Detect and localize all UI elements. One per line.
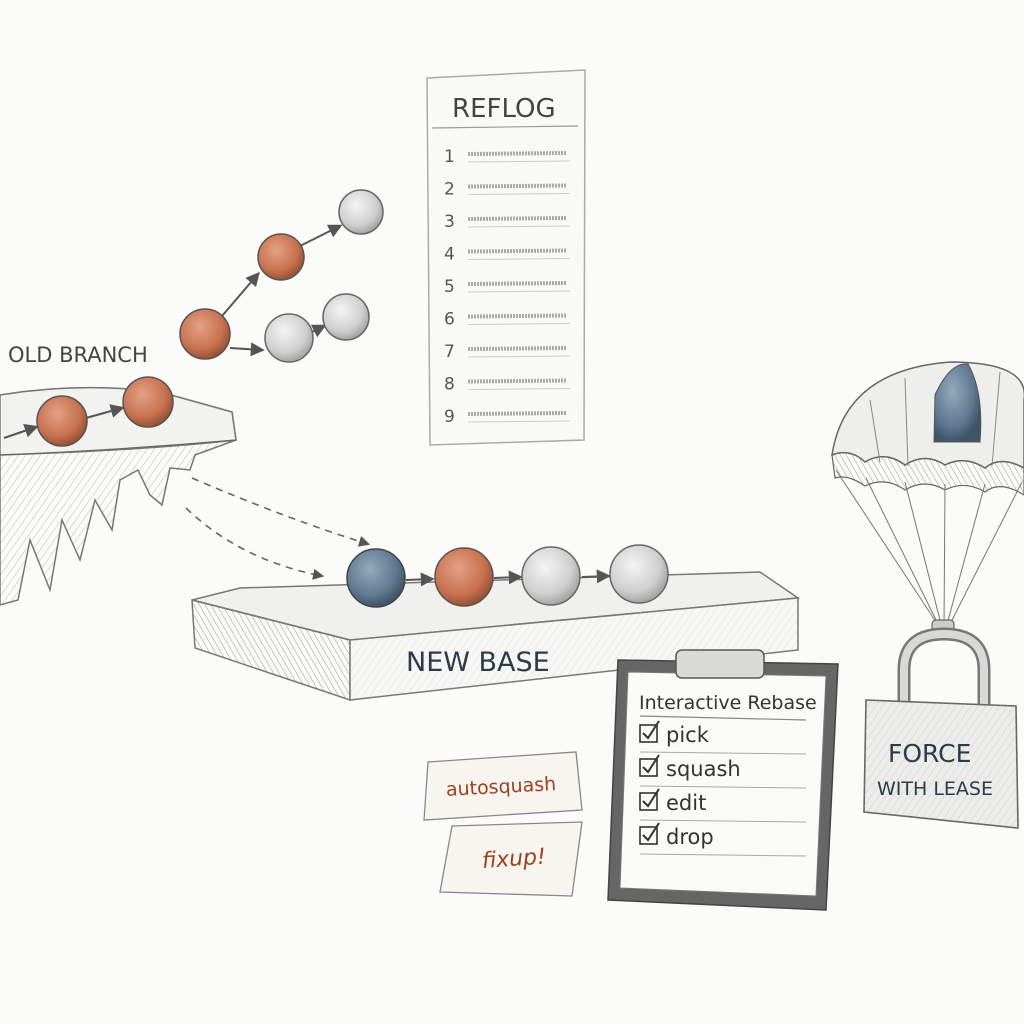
reflog-entry: 1 [444, 147, 571, 167]
new-base-commit-3 [521, 546, 581, 606]
reflog-entry: 3 [444, 212, 571, 232]
padlock-icon [863, 627, 1019, 829]
reflog-entry-number: 2 [444, 180, 455, 200]
floating-commit-lower-tip [322, 293, 370, 341]
reflog-entry: 8 [444, 375, 571, 395]
reflog-entry: 2 [444, 180, 571, 200]
reflog-entry-number: 4 [444, 245, 455, 265]
fixup-note-text: fixup! [481, 845, 547, 874]
rebase-action-label: pick [666, 723, 710, 747]
new-base-edge-1 [405, 572, 435, 587]
new-base-commit-2 [434, 547, 494, 607]
rebase-action-label: edit [666, 791, 706, 815]
checkbox-icon [639, 720, 660, 743]
old-branch-cliff [0, 386, 237, 606]
move-arrow-lower [185, 507, 325, 580]
checkbox-icon [639, 822, 660, 845]
rebase-action-drop: drop [639, 822, 807, 857]
checkbox-icon [639, 788, 660, 811]
clipboard [607, 649, 839, 911]
reflog-entry: 5 [444, 277, 571, 297]
parachute-icon [831, 361, 1024, 635]
floating-commit-root [179, 308, 231, 360]
fixup-note [439, 821, 583, 897]
autosquash-note [423, 751, 583, 821]
new-base-commit-1 [346, 548, 406, 608]
reflog-entry: 4 [444, 245, 571, 265]
reflog-entry-number: 7 [444, 342, 455, 362]
old-branch-label: OLD BRANCH [8, 343, 148, 367]
new-base-label: NEW BASE [406, 647, 550, 678]
reflog-entry: 9 [444, 407, 571, 427]
floating-commit-tree [179, 189, 384, 363]
reflog-entry-number: 3 [444, 212, 455, 232]
force-label-line1: FORCE [888, 739, 971, 768]
reflog-title: REFLOG [452, 94, 556, 124]
reflog-entry: 6 [444, 310, 571, 330]
old-branch-edge-1 [3, 424, 39, 439]
floating-commit-upper-tip [338, 189, 384, 235]
reflog-sheet: REFLOG 1 2 3 4 5 6 7 8 9 [426, 69, 586, 446]
rebase-action-label: squash [666, 757, 741, 781]
rebase-action-label: drop [666, 825, 714, 849]
new-base-edge-2 [493, 570, 523, 585]
reflog-entry-number: 1 [444, 147, 455, 167]
old-commit-2 [122, 376, 174, 428]
old-commit-1 [36, 395, 88, 447]
rebase-action-edit: edit [639, 788, 807, 823]
floating-commit-lower [264, 313, 314, 363]
reflog-entry-number: 9 [444, 407, 455, 427]
new-base-commit-4 [609, 544, 669, 604]
reflog-entry-number: 8 [444, 375, 455, 395]
clipboard-title: Interactive Rebase [639, 692, 817, 714]
old-branch-edge-2 [85, 404, 125, 419]
checkbox-icon [639, 754, 660, 777]
rebase-action-squash: squash [639, 754, 807, 789]
rebase-action-pick: pick [639, 720, 807, 755]
floating-commit-upper [257, 233, 305, 281]
reflog-entry: 7 [444, 342, 571, 362]
force-label-line2: WITH LEASE [877, 778, 993, 800]
reflog-entry-number: 5 [444, 277, 455, 297]
new-base-edge-3 [581, 569, 611, 584]
reflog-entry-number: 6 [444, 310, 455, 330]
